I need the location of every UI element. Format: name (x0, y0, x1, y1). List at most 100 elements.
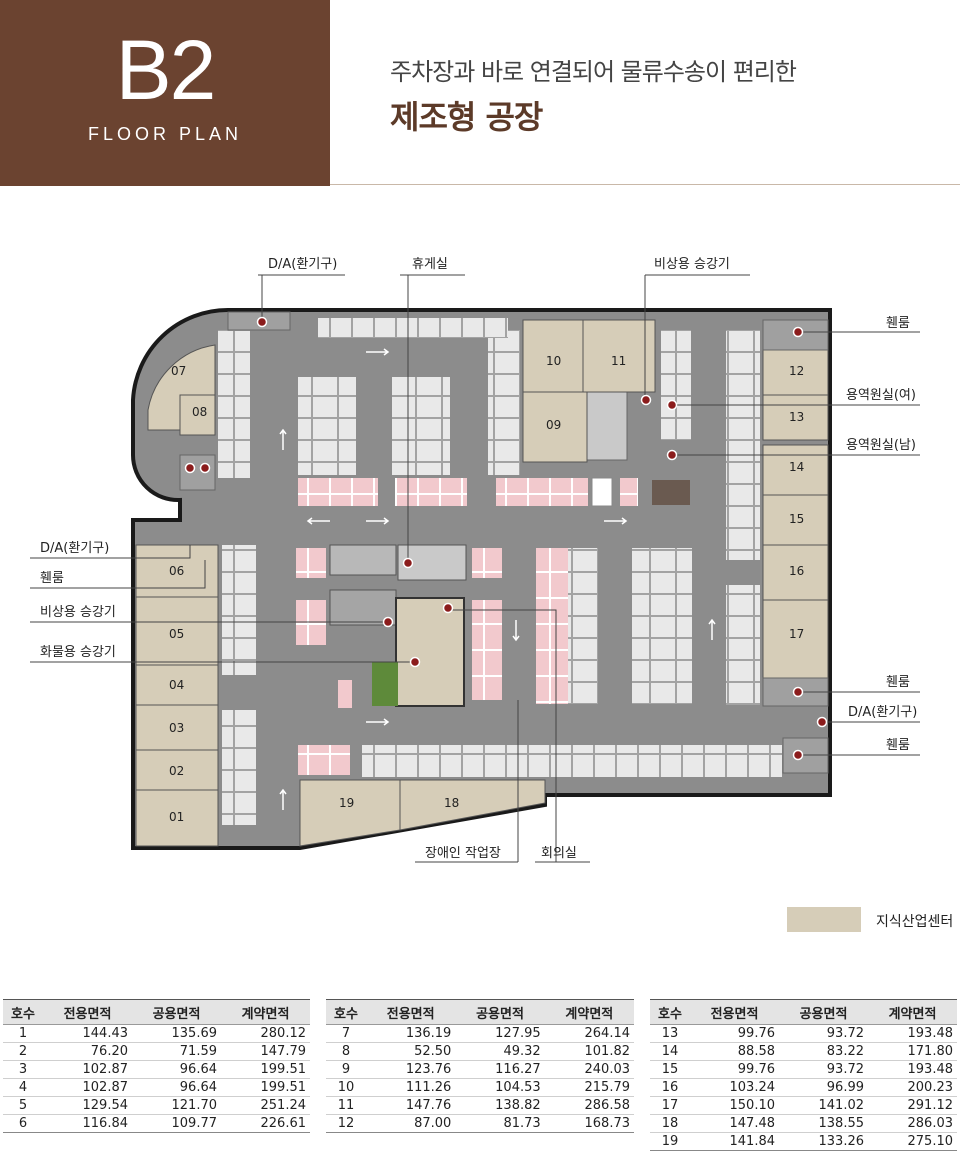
cell-area-value: 141.84 (690, 1132, 779, 1151)
callout-da-right: D/A(환기구) (848, 705, 917, 720)
callout-emergency-elevator-top: 비상용 승강기 (654, 257, 730, 272)
cell-area-value: 251.24 (221, 1096, 310, 1115)
unit-label-17: 17 (789, 627, 804, 641)
unit-label-04: 04 (169, 678, 184, 692)
table-header-row: 호수 전용면적 공용면적 계약면적 (326, 999, 634, 1025)
callout-meeting-room: 회의실 (541, 846, 577, 861)
col-unit-number: 호수 (326, 999, 366, 1025)
cell-unit-number: 19 (650, 1132, 690, 1151)
unit-label-02: 02 (169, 764, 184, 778)
callout-fan-room-2: 휀룸 (886, 675, 910, 690)
unit-label-05: 05 (169, 627, 184, 641)
unit-label-03: 03 (169, 721, 184, 735)
cell-area-value: 104.53 (455, 1078, 545, 1097)
cell-area-value: 102.87 (43, 1078, 132, 1097)
cell-unit-number: 18 (650, 1114, 690, 1133)
col-common-area: 공용면적 (779, 999, 868, 1025)
unit-label-09: 09 (546, 418, 561, 432)
cell-area-value: 193.48 (868, 1060, 957, 1079)
cell-area-value: 111.26 (366, 1078, 456, 1097)
unit-label-10: 10 (546, 354, 561, 368)
cell-area-value: 116.27 (455, 1060, 545, 1079)
cell-area-value: 138.82 (455, 1096, 545, 1115)
unit-label-01: 01 (169, 810, 184, 824)
cell-area-value: 168.73 (544, 1114, 634, 1133)
unit-label-08: 08 (192, 405, 207, 419)
cell-area-value: 141.02 (779, 1096, 868, 1115)
cell-area-value: 147.79 (221, 1042, 310, 1061)
cell-unit-number: 1 (3, 1024, 43, 1043)
cell-area-value: 121.70 (132, 1096, 221, 1115)
cell-area-value: 101.82 (544, 1042, 634, 1061)
cell-unit-number: 8 (326, 1042, 366, 1061)
col-common-area: 공용면적 (132, 999, 221, 1025)
cell-unit-number: 2 (3, 1042, 43, 1061)
accessible-parking-spaces (296, 478, 638, 775)
unit-label-16: 16 (789, 564, 804, 578)
cell-unit-number: 9 (326, 1060, 366, 1079)
cell-area-value: 226.61 (221, 1114, 310, 1133)
table-header-row: 호수 전용면적 공용면적 계약면적 (3, 999, 310, 1025)
unit-label-07: 07 (171, 364, 186, 378)
cell-area-value: 109.77 (132, 1114, 221, 1133)
unit-numbers: 01 02 03 04 05 06 07 08 09 10 11 12 13 1… (169, 354, 804, 824)
cell-area-value: 150.10 (690, 1096, 779, 1115)
callout-fan-room-3: 휀룸 (886, 738, 910, 753)
callout-freight-elevator: 화물용 승강기 (40, 645, 116, 660)
callout-leaders (30, 274, 920, 863)
callout-fan-room-left: 휀룸 (40, 571, 64, 586)
unit-label-11: 11 (611, 354, 626, 368)
floor-header-box (0, 0, 330, 186)
cell-area-value: 52.50 (366, 1042, 456, 1061)
parking-stalls (218, 318, 782, 825)
cell-area-value: 99.76 (690, 1060, 779, 1079)
cell-area-value: 81.73 (455, 1114, 545, 1133)
cell-area-value: 215.79 (544, 1078, 634, 1097)
cell-area-value: 133.26 (779, 1132, 868, 1151)
cell-area-value: 116.84 (43, 1114, 132, 1133)
floor-plan-label: FLOOR PLAN (87, 124, 243, 144)
col-unit-number: 호수 (3, 999, 43, 1025)
cell-area-value: 291.12 (868, 1096, 957, 1115)
cell-area-value: 96.99 (779, 1078, 868, 1097)
col-contract-area: 계약면적 (221, 999, 310, 1025)
legend-label: 지식산업센터 (876, 914, 954, 930)
cell-area-value: 102.87 (43, 1060, 132, 1079)
cell-area-value: 144.43 (43, 1024, 132, 1043)
unit-label-12: 12 (789, 364, 804, 378)
cell-area-value: 264.14 (544, 1024, 634, 1043)
cell-unit-number: 13 (650, 1024, 690, 1043)
cell-area-value: 286.03 (868, 1114, 957, 1133)
header-divider (330, 184, 960, 185)
cell-area-value: 71.59 (132, 1042, 221, 1061)
col-contract-area: 계약면적 (544, 999, 634, 1025)
col-contract-area: 계약면적 (868, 999, 957, 1025)
col-exclusive-area: 전용면적 (43, 999, 132, 1025)
table-header-row: 호수 전용면적 공용면적 계약면적 (650, 999, 957, 1025)
cell-area-value: 286.58 (544, 1096, 634, 1115)
callout-fan-room-1: 휀룸 (886, 316, 910, 331)
cell-area-value: 136.19 (366, 1024, 456, 1043)
cell-area-value: 49.32 (455, 1042, 545, 1061)
cell-area-value: 83.22 (779, 1042, 868, 1061)
cell-area-value: 123.76 (366, 1060, 456, 1079)
cell-area-value: 127.95 (455, 1024, 545, 1043)
cell-area-value: 275.10 (868, 1132, 957, 1151)
cell-unit-number: 4 (3, 1078, 43, 1097)
cell-unit-number: 17 (650, 1096, 690, 1115)
unit-label-14: 14 (789, 460, 804, 474)
page-subtitle: 주차장과 바로 연결되어 물류수송이 편리한 (390, 58, 797, 86)
cell-area-value: 171.80 (868, 1042, 957, 1061)
unit-label-18: 18 (444, 796, 459, 810)
cell-area-value: 93.72 (779, 1060, 868, 1079)
